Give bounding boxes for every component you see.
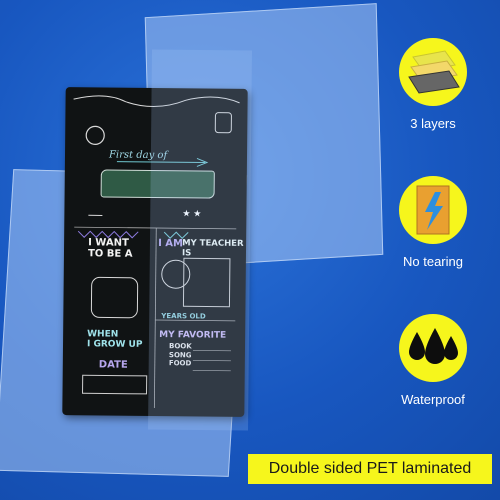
layers-icon [399, 38, 467, 106]
pet-laminated-banner: Double sided PET laminated [248, 454, 492, 484]
date-label: DATE [98, 359, 128, 371]
lightning-sheet-icon [399, 176, 467, 244]
feature-layers: 3 layers [390, 38, 476, 131]
feature-label-layers: 3 layers [410, 116, 456, 131]
chalk-frame-decoration: ★ ★ [73, 95, 240, 409]
water-drops-icon [399, 314, 467, 382]
svg-text:★ ★: ★ ★ [182, 209, 201, 219]
feature-label-waterproof: Waterproof [401, 392, 465, 407]
feature-no-tearing: No tearing [390, 176, 476, 269]
chalkboard-sign: ★ ★ First day of I WANT TO BE A I AM MY … [62, 87, 248, 417]
want-to-be-label: I WANT TO BE A [87, 237, 133, 260]
feature-waterproof: Waterproof [390, 314, 476, 407]
feature-label-no-tearing: No tearing [403, 254, 463, 269]
clear-sheet-overlay [148, 49, 252, 431]
grow-up-label: WHEN I GROW UP [86, 329, 143, 350]
